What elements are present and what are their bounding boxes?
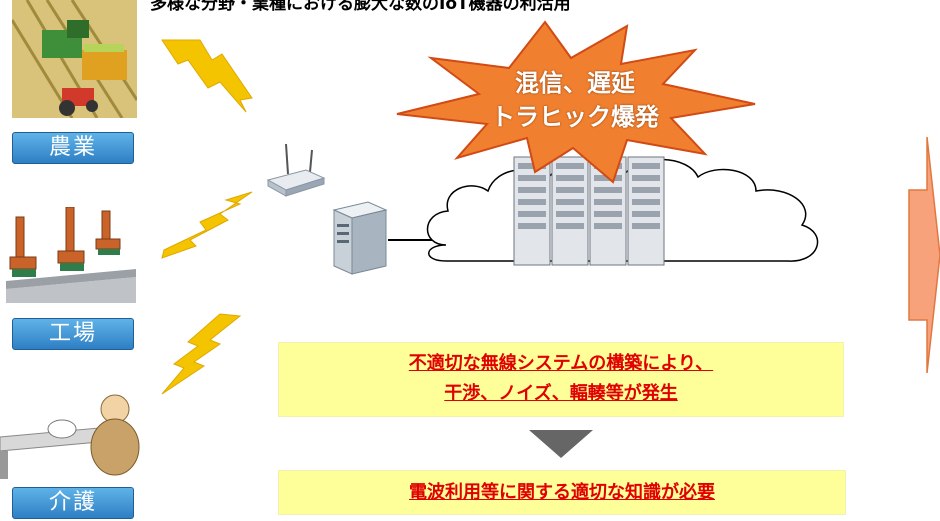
problem-line2: 干渉、ノイズ、輻輳等が発生 xyxy=(444,383,678,404)
solution-box: 電波利用等に関する適切な知識が必要 xyxy=(278,470,846,515)
solution-text: 電波利用等に関する適切な知識が必要 xyxy=(409,482,715,503)
lightning-icon xyxy=(160,38,255,117)
care-patient-icon xyxy=(0,385,140,480)
problem-box: 不適切な無線システムの構築により、 干渉、ノイズ、輻輳等が発生 xyxy=(278,342,844,417)
down-arrow-icon xyxy=(527,428,595,464)
robot-arm-icon xyxy=(6,207,136,303)
burst-text-line1: 混信、遅延 xyxy=(515,69,635,97)
server-rack-icon xyxy=(588,155,668,271)
server-rack-icon xyxy=(512,155,592,271)
server-icon xyxy=(330,200,390,279)
lightning-icon xyxy=(160,190,255,264)
wireless-router-icon xyxy=(266,140,326,204)
page-title: 多様な分野・業種における膨大な数のIoT機器の利活用 xyxy=(150,0,571,14)
burst-text-line2: トラヒック爆発 xyxy=(491,103,659,131)
problem-line1: 不適切な無線システムの構築により、 xyxy=(408,353,714,374)
farm-machinery-icon xyxy=(12,0,137,118)
lightning-icon xyxy=(160,312,255,401)
category-label-agriculture: 農業 xyxy=(12,132,134,164)
explosion-burst xyxy=(395,20,760,189)
category-label-factory: 工場 xyxy=(12,318,134,350)
network-link xyxy=(388,239,433,241)
right-arrow-icon xyxy=(905,135,940,379)
category-label-nursing-care: 介護 xyxy=(12,487,134,519)
